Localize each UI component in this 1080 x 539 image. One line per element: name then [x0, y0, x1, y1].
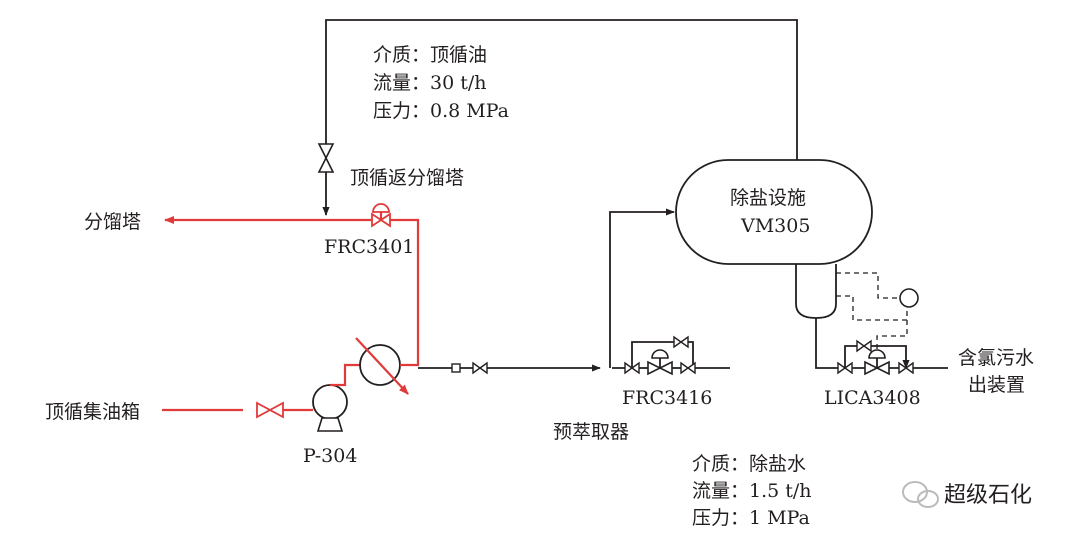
tank-gate-valve: [256, 401, 284, 419]
return-label: 顶循返分馏塔: [350, 167, 464, 189]
desalter-tag: VM305: [740, 215, 810, 237]
extractor-label: 预萃取器: [553, 421, 629, 443]
outlet-label-line2: 出装置: [968, 374, 1025, 396]
frc3416-valves: [624, 335, 696, 376]
top-flow-label: 流量：30 t/h: [373, 72, 487, 94]
frc3401-label: FRC3401: [324, 236, 414, 258]
top-return-line: [322, 19, 798, 216]
desalter-boot: [795, 264, 837, 319]
desalter-label: 除盐设施: [730, 187, 806, 209]
frc3416-label: FRC3416: [622, 387, 712, 409]
feed-gate-valve: [472, 361, 488, 375]
lica3408-label: LICA3408: [824, 387, 921, 409]
return-gate-valve: [317, 143, 335, 173]
desalter-vessel: [675, 159, 873, 265]
outlet-label-line1: 含氯污水: [958, 347, 1034, 369]
extractor-riser-line: [609, 208, 675, 368]
red-riser-line: [165, 220, 420, 367]
wechat-icon: [902, 481, 939, 508]
pump-p304: [312, 384, 348, 432]
frc3416-station: [612, 341, 730, 369]
bottom-medium-label: 介质：除盐水: [692, 453, 806, 475]
strainer: [451, 363, 461, 373]
watermark-text: 超级石化: [944, 483, 1032, 508]
level-controller: [899, 288, 919, 308]
pump-discharge-line: [330, 363, 360, 387]
bottom-pressure-label: 压力：1 MPa: [692, 507, 810, 529]
lica3408-valves: [837, 339, 914, 376]
level-signal-line: [836, 272, 908, 358]
pump-label: P-304: [303, 445, 357, 467]
frc3401-control-valve: [371, 203, 391, 228]
top-pressure-label: 压力：0.8 MPa: [373, 100, 509, 122]
fractionator-label: 分馏塔: [84, 211, 141, 233]
top-medium-label: 介质：顶循油: [373, 44, 487, 66]
tank-label: 顶循集油箱: [45, 401, 140, 423]
lica3408-station: [815, 318, 948, 368]
bottom-flow-label: 流量：1.5 t/h: [692, 480, 812, 502]
